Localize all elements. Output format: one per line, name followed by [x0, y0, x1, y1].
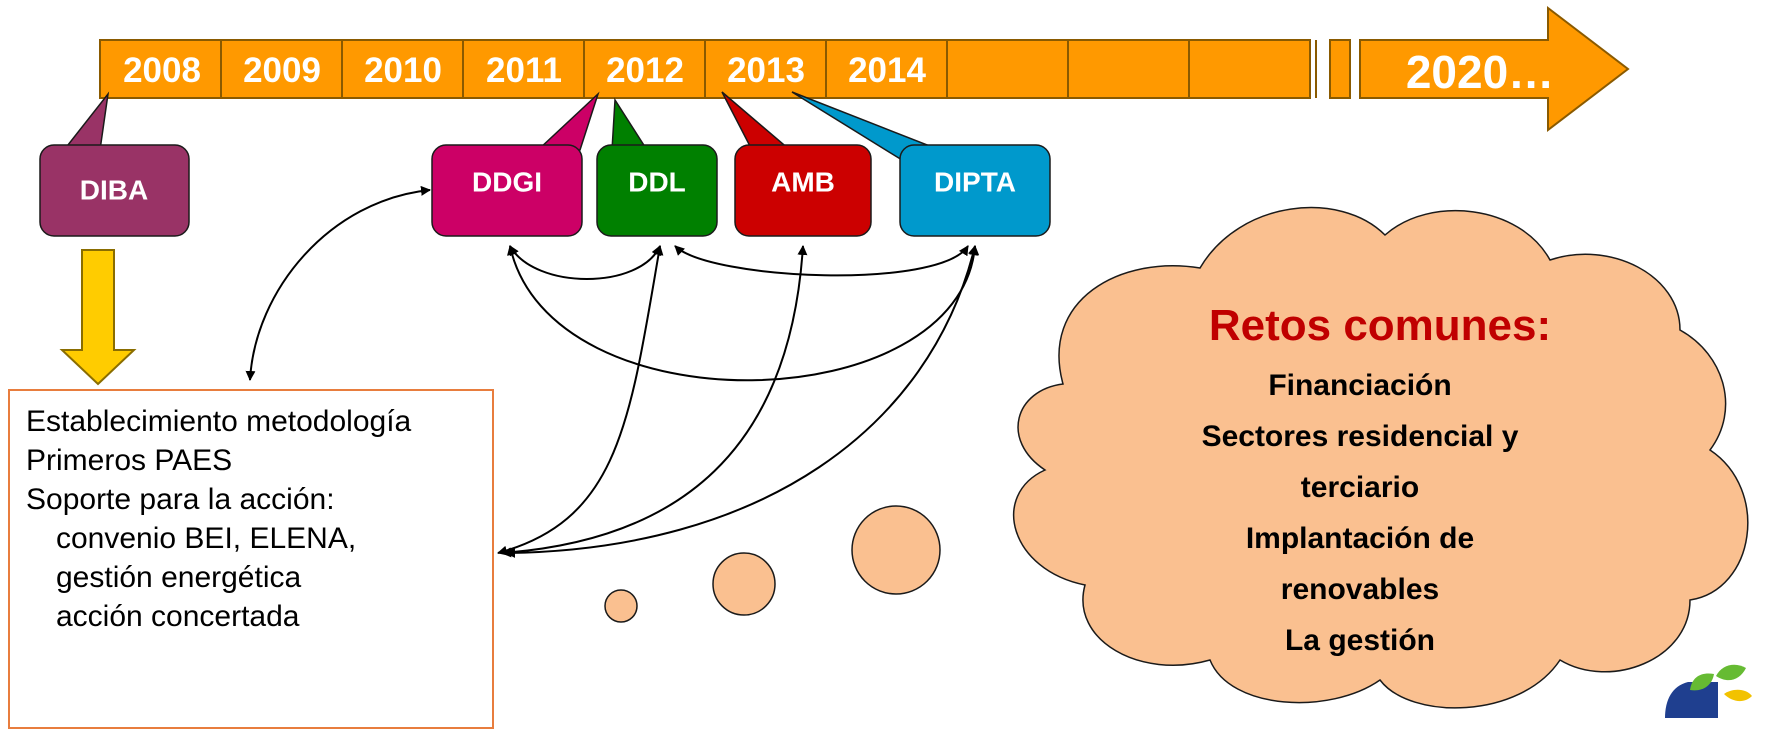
ddgi-callout-tail: [536, 91, 600, 151]
org-diba: DIBA: [39, 144, 190, 237]
org-label-amb: AMB: [771, 166, 835, 197]
connector-dipta-infobox: [505, 245, 978, 558]
cloud-item-1: Financiación: [1268, 369, 1451, 402]
amb-callout-tail: [721, 91, 793, 151]
org-label-dipta: DIPTA: [934, 166, 1016, 197]
info-line-3: Soporte para la acción:: [26, 483, 335, 516]
cloud-item-4: Implantación de: [1246, 522, 1474, 555]
connector-ddgi-dipta: [507, 245, 980, 382]
timeline-segment-2013: [704, 39, 827, 99]
year-label-2014: 2014: [848, 51, 926, 90]
year-label-2010: 2010: [364, 51, 442, 90]
timeline-final-arrow: [1359, 5, 1630, 133]
connector-ddgi-infobox: [245, 185, 431, 381]
timeline-segment-2008: [99, 39, 222, 99]
partial-logo-icon: [1665, 664, 1752, 718]
timeline-segment-gap: [1329, 39, 1351, 99]
thought-bubble-medium: [712, 552, 776, 616]
cloud-item-3: terciario: [1301, 471, 1419, 504]
org-dipta: DIPTA: [899, 144, 1051, 237]
diba-callout-tail: [62, 91, 110, 151]
timeline-segment-empty-2: [1067, 39, 1190, 99]
thought-bubble-small: [604, 589, 638, 623]
timeline-segment-2009: [220, 39, 343, 99]
year-label-2012: 2012: [606, 51, 684, 90]
timeline-segment-empty-1: [946, 39, 1069, 99]
connector-ddgi-ddl: [509, 245, 661, 280]
info-line-4: convenio BEI, ELENA,: [56, 522, 357, 555]
cloud-item-5: renovables: [1281, 573, 1439, 606]
diba-down-arrow: [59, 249, 137, 386]
org-label-ddl: DDL: [628, 166, 686, 197]
timeline-segment-empty-3: [1188, 39, 1311, 99]
thought-bubble-large: [851, 505, 941, 595]
year-label-2009: 2009: [243, 51, 321, 90]
connector-ddl-infobox: [497, 245, 664, 556]
org-ddl: DDL: [596, 144, 718, 237]
year-label-2008: 2008: [123, 51, 201, 90]
cloud-item-6: La gestión: [1285, 624, 1435, 657]
timeline-segment-2010: [341, 39, 464, 99]
year-label-final: 2020…: [1406, 46, 1554, 98]
year-label-2013: 2013: [727, 51, 805, 90]
info-line-6: acción concertada: [56, 600, 300, 633]
info-line-1: Establecimiento metodología: [26, 405, 412, 438]
org-label-ddgi: DDGI: [472, 166, 542, 197]
cloud-item-2: Sectores residencial y: [1202, 420, 1519, 453]
timeline-segment-2012: [583, 39, 706, 99]
info-line-5: gestión energética: [56, 561, 302, 594]
info-line-2: Primeros PAES: [26, 444, 233, 477]
challenges-cloud: [1012, 206, 1749, 709]
org-amb: AMB: [734, 144, 872, 237]
info-box-text: Establecimiento metodología Primeros PAE…: [26, 402, 411, 636]
year-label-2011: 2011: [486, 51, 562, 90]
ddl-callout-tail: [611, 97, 649, 151]
cloud-title: Retos comunes:: [1209, 301, 1551, 350]
org-ddgi: DDGI: [431, 144, 583, 237]
timeline-bar: 2008 2009 2010 2011 2012 2013 2014 2020…: [99, 5, 1630, 133]
connector-arrows: [245, 185, 980, 558]
info-box: [8, 389, 494, 729]
connector-ddl-dipta: [674, 245, 969, 277]
org-label-diba: DIBA: [80, 174, 148, 205]
timeline-segment-2014: [825, 39, 948, 99]
